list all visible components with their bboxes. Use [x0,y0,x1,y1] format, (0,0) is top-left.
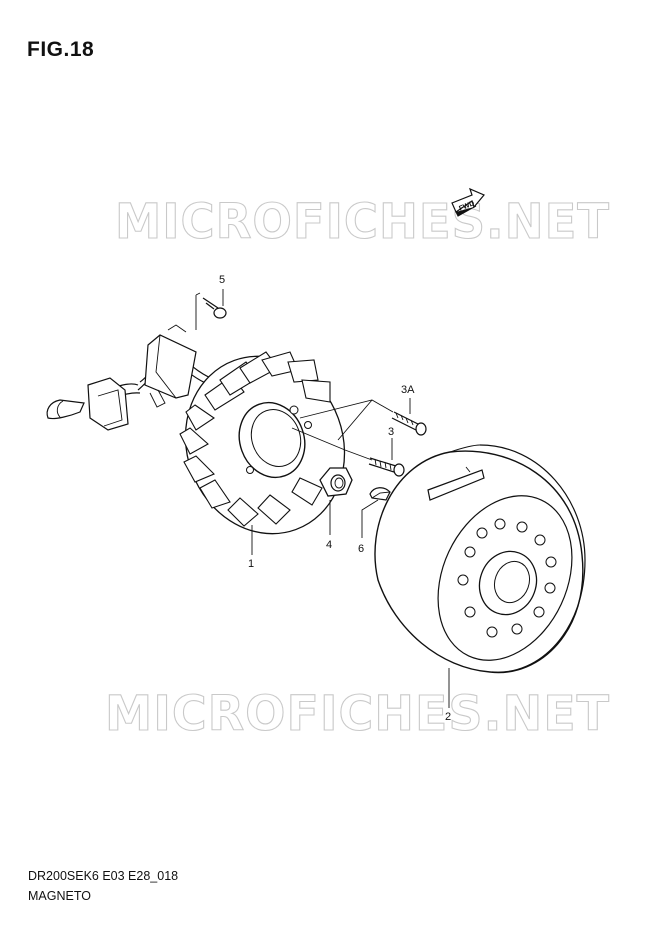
screw-part-5 [195,289,227,330]
fwd-arrow-icon: FWD [451,187,485,217]
rotor-part-2 [374,444,586,708]
nut-part-4 [319,467,353,535]
diagram-code: DR200SEK6 E03 E28_018 [28,869,179,883]
watermark-bottom: MICROFICHES.NET [105,686,610,742]
callout-5: 5 [219,274,225,286]
callout-2: 2 [445,711,451,723]
callout-3a: 3A [401,384,415,396]
bolt-part-3 [368,438,405,477]
callout-1: 1 [248,558,254,570]
callout-3: 3 [388,426,394,438]
key-part-6 [361,487,391,538]
callout-4: 4 [326,539,332,551]
wire-harness [46,324,217,431]
diagram-name: MAGNETO [28,889,91,903]
stator-part-1 [179,351,346,555]
callout-6: 6 [358,543,364,555]
watermark-top: MICROFICHES.NET [115,194,610,250]
bolt-part-3a [391,398,427,436]
figure-title: FIG.18 [27,38,95,61]
bolt-leader-lines [291,399,394,461]
